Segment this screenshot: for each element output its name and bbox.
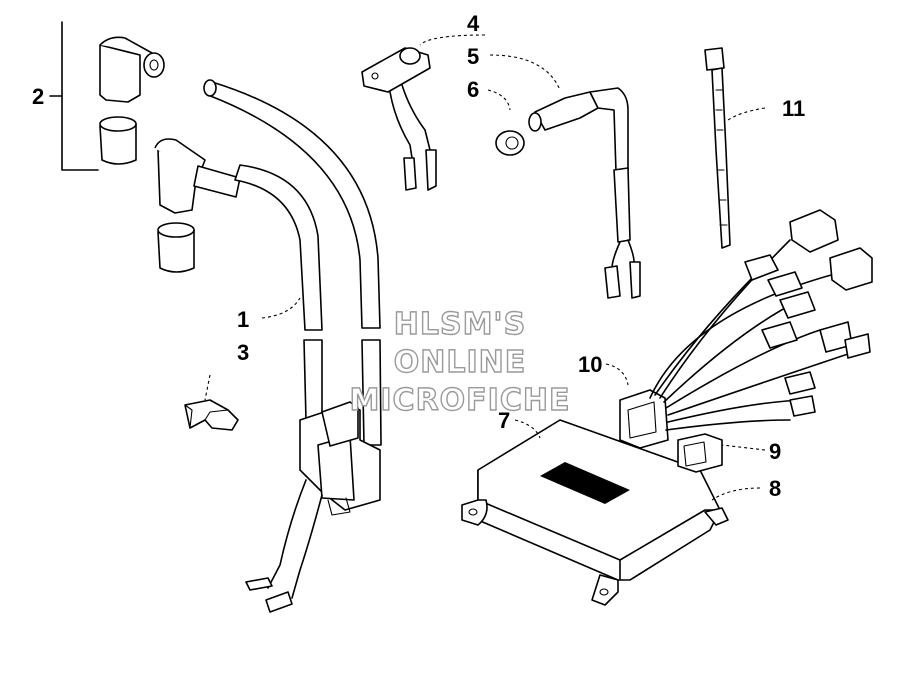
ecu-label-part-7 — [540, 462, 630, 504]
ignition-coil-lead-1 — [234, 164, 323, 421]
spark-plug-cap-lower — [154, 138, 241, 214]
watermark-line-1: HLSM'S — [394, 307, 526, 342]
watermark-line-2: ONLINE — [394, 345, 527, 380]
sensor-part-4 — [361, 47, 437, 191]
washer-part-6 — [495, 130, 525, 156]
callout-8: 8 — [769, 476, 781, 501]
coil-primary-wires — [245, 479, 323, 613]
callout-4: 4 — [467, 11, 480, 36]
cable-tie-part-11 — [704, 47, 731, 249]
temperature-sensor-part-5 — [528, 87, 641, 299]
callout-1: 1 — [237, 307, 249, 332]
callout-labels: 1 2 3 4 5 6 7 8 9 10 11 — [32, 11, 805, 501]
ignition-coil-body — [299, 401, 381, 516]
spark-plug-cap-upper — [99, 36, 165, 103]
callout-11: 11 — [782, 96, 805, 121]
ignition-coil-lead-2 — [203, 79, 382, 446]
callout-5: 5 — [467, 44, 479, 69]
watermark: HLSM'S ONLINE MICROFICHE — [349, 306, 571, 418]
callout-6: 6 — [467, 77, 479, 102]
callout-7: 7 — [498, 408, 510, 433]
callout-10: 10 — [578, 352, 602, 377]
callout-9: 9 — [769, 439, 781, 464]
plug-boot-lower — [157, 222, 195, 273]
wire-harness-part-10 — [619, 209, 873, 449]
plug-boot-upper — [99, 116, 137, 165]
callout-2: 2 — [32, 84, 44, 109]
watermark-line-3: MICROFICHE — [350, 383, 571, 418]
clip-part-3 — [184, 399, 239, 431]
leader-lines — [204, 34, 766, 501]
bracket-part-2 — [49, 21, 99, 171]
callout-3: 3 — [237, 340, 249, 365]
connector-block-part-9 — [677, 433, 723, 473]
